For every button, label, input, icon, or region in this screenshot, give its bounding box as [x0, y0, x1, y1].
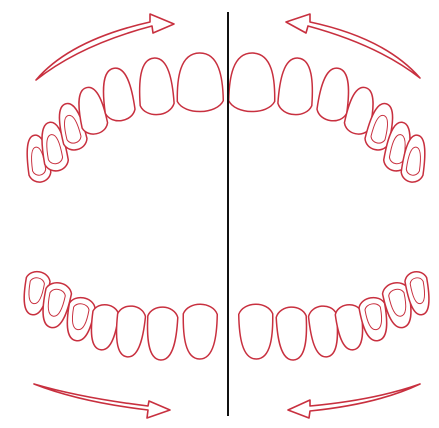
background — [0, 0, 439, 428]
dental-arch-diagram — [0, 0, 439, 428]
